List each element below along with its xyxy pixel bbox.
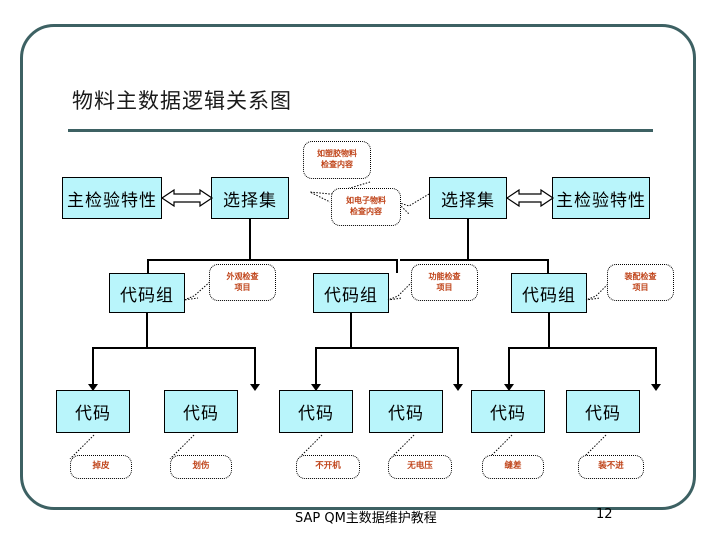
connector-horizontal-b	[400, 259, 548, 261]
code-6[interactable]: 代码	[566, 390, 640, 433]
connector-drop-a2	[396, 259, 398, 273]
callout-cannot-assemble: 装不进	[578, 455, 644, 479]
box-label: 代码	[75, 404, 111, 424]
box-label: 代码	[298, 404, 334, 424]
code-2[interactable]: 代码	[164, 390, 238, 433]
code-1[interactable]: 代码	[56, 390, 130, 433]
box-label: 代码	[490, 404, 526, 424]
callout-appearance-inspection: 外观检查 项目	[209, 264, 276, 301]
connector-vertical-c3	[548, 313, 550, 348]
callout-label: 无电压	[407, 461, 433, 472]
connector-vertical-b	[467, 219, 469, 260]
box-label: 主检验特性	[556, 190, 646, 211]
connector-horizontal-c2	[315, 347, 458, 349]
callout-tail-assembly	[585, 279, 613, 301]
box-label: 代码	[388, 404, 424, 424]
code-3[interactable]: 代码	[279, 390, 353, 433]
code-4[interactable]: 代码	[369, 390, 443, 433]
connector-drop-c2a	[315, 347, 317, 385]
connector-drop-c3b	[655, 347, 657, 385]
callout-line-1: 功能检查	[428, 271, 461, 281]
callout-line-2: 项目	[632, 282, 649, 292]
code-group-2[interactable]: 代码组	[313, 273, 389, 313]
callout-tail-appearance	[183, 279, 213, 301]
callout-electronic-material: 如电子物料 检查内容	[331, 188, 401, 226]
arrow-head-c2b	[453, 384, 463, 391]
callout-label: 划伤	[192, 461, 210, 472]
callout-line-1: 外观检查	[226, 271, 259, 281]
box-label: 主检验特性	[67, 190, 157, 211]
arrow-head-c3b	[651, 384, 661, 391]
callout-line-2: 检查内容	[321, 160, 353, 169]
callout-function-inspection: 功能检查 项目	[411, 264, 478, 301]
callout-scratch: 划伤	[170, 455, 232, 479]
connector-vertical-c2	[350, 313, 352, 348]
box-label: 选择集	[441, 190, 495, 211]
connector-horizontal-a	[147, 259, 397, 261]
callout-line-2: 项目	[436, 282, 453, 292]
box-label: 代码组	[120, 285, 174, 306]
arrow-head-c1a	[88, 384, 98, 391]
box-label: 代码组	[324, 285, 378, 306]
connector-drop-c1b	[254, 347, 256, 385]
callout-peeling: 掉皮	[70, 455, 132, 479]
callout-line-1: 如塑胶物料	[317, 149, 357, 159]
callout-tail-function	[387, 279, 415, 301]
bidirectional-arrow-right	[505, 188, 555, 208]
callout-no-power-on: 不开机	[296, 455, 360, 479]
box-label: 代码	[183, 404, 219, 424]
box-label: 代码	[585, 404, 621, 424]
page-title: 物料主数据逻辑关系图	[72, 89, 292, 113]
connector-horizontal-c3	[508, 347, 656, 349]
connector-vertical-c1	[146, 313, 148, 348]
bidirectional-arrow-left	[160, 188, 214, 208]
callout-line-1: 装配检查	[624, 271, 657, 281]
selected-set-left[interactable]: 选择集	[211, 177, 289, 219]
code-group-3[interactable]: 代码组	[511, 273, 587, 313]
callout-label: 掉皮	[92, 461, 110, 472]
callout-plastic-material: 如塑胶物料 检查内容	[303, 141, 371, 179]
connector-horizontal-c1	[92, 347, 255, 349]
callout-line-2: 检查内容	[350, 207, 382, 216]
callout-gap-deviation: 缝差	[482, 455, 544, 479]
callout-label: 装不进	[598, 461, 624, 472]
connector-drop-c1a	[92, 347, 94, 385]
arrow-head-c3a	[504, 384, 514, 391]
callout-line-1: 如电子物料	[346, 196, 386, 206]
callout-assembly-inspection: 装配检查 项目	[607, 264, 674, 301]
connector-drop-c3a	[508, 347, 510, 385]
connector-vertical-a	[249, 219, 251, 260]
callout-label: 不开机	[315, 461, 341, 472]
arrow-head-c1b	[250, 384, 260, 391]
callout-no-voltage: 无电压	[388, 455, 452, 479]
code-group-1[interactable]: 代码组	[109, 273, 185, 313]
connector-drop-a1	[147, 259, 149, 273]
footer-title: SAP QM主数据维护教程	[295, 511, 437, 526]
arrow-head-c2a	[311, 384, 321, 391]
callout-label: 缝差	[504, 461, 522, 472]
box-label: 代码组	[522, 285, 576, 306]
callout-tail-plastic	[309, 181, 371, 203]
callout-tail-electronic	[396, 193, 430, 215]
master-inspection-characteristic-left[interactable]: 主检验特性	[62, 177, 162, 219]
connector-drop-c2b	[457, 347, 459, 385]
selected-set-right[interactable]: 选择集	[429, 177, 507, 219]
callout-line-2: 项目	[234, 282, 251, 292]
master-inspection-characteristic-right[interactable]: 主检验特性	[552, 177, 650, 219]
box-label: 选择集	[223, 190, 277, 211]
connector-drop-b1	[547, 259, 549, 273]
title-divider	[68, 129, 653, 132]
code-5[interactable]: 代码	[471, 390, 545, 433]
footer-page-number: 12	[596, 507, 613, 522]
